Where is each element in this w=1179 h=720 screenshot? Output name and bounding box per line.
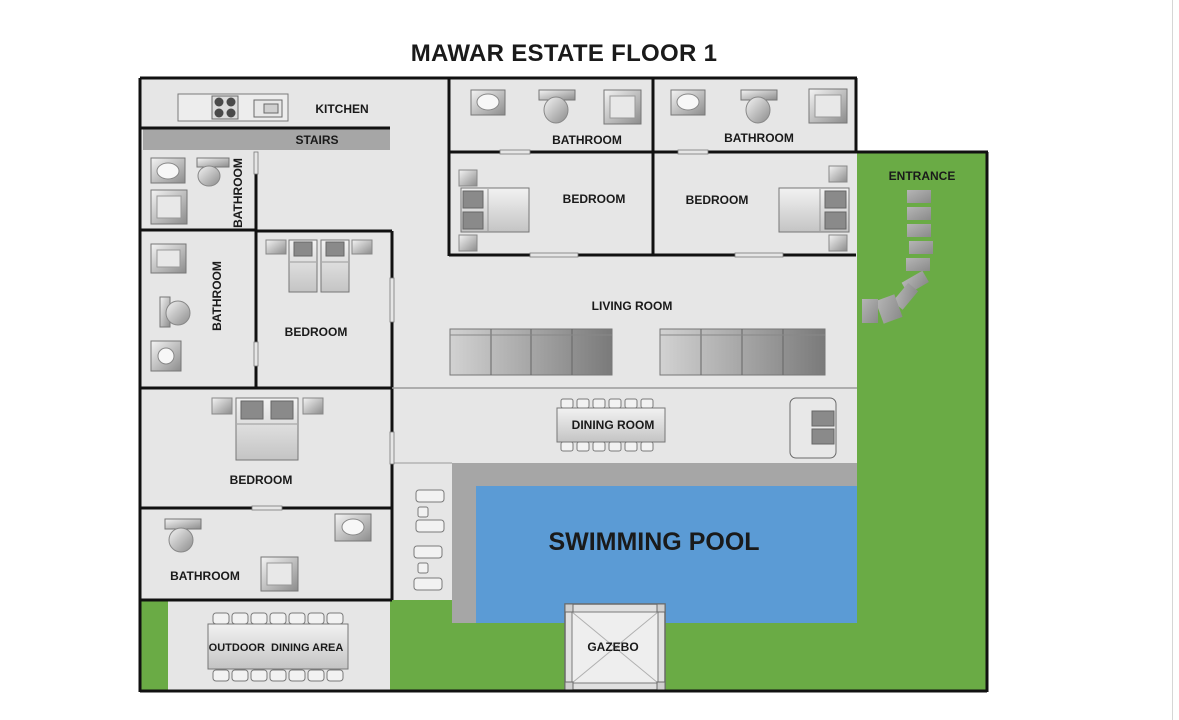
- label-bathroom-left: BATHROOM: [210, 261, 224, 331]
- label-bathroom-bottom: BATHROOM: [170, 569, 240, 583]
- label-bedroom-left: BEDROOM: [285, 325, 348, 339]
- label-bedroom-top-2: BEDROOM: [686, 193, 749, 207]
- doors: [251, 149, 784, 511]
- label-bedroom-lower: BEDROOM: [230, 473, 293, 487]
- label-bedroom-top-1: BEDROOM: [563, 192, 626, 206]
- top-bedroom-1-bed: [458, 169, 530, 252]
- dining-table: [556, 398, 666, 452]
- label-bathroom-top-1: BATHROOM: [552, 133, 622, 147]
- label-swimming-pool: SWIMMING POOL: [548, 528, 759, 556]
- kitchen-counter: [177, 93, 289, 122]
- top-bathroom-2-fixtures: [670, 88, 848, 124]
- bottom-bathroom-fixtures: [164, 513, 372, 592]
- top-bathroom-1-fixtures: [470, 89, 642, 125]
- label-dining-room: DINING ROOM: [572, 418, 655, 432]
- left-bedroom-twin-beds: [265, 239, 373, 293]
- armchair: [789, 397, 837, 459]
- label-entrance: ENTRANCE: [889, 169, 956, 183]
- left-bathroom-fixtures: [150, 243, 191, 372]
- label-bathroom-left-small: BATHROOM: [231, 158, 245, 228]
- living-room-sofa-right: [659, 328, 826, 376]
- label-living-room: LIVING ROOM: [592, 299, 673, 313]
- label-kitchen: KITCHEN: [315, 102, 368, 116]
- label-stairs: STAIRS: [295, 133, 338, 147]
- outdoor-dining-table: [207, 612, 349, 682]
- label-bathroom-top-2: BATHROOM: [724, 131, 794, 145]
- plan-title: MAWAR ESTATE FLOOR 1: [411, 40, 717, 67]
- entrance-stepping-stones: [862, 190, 933, 324]
- pool-loungers: [413, 489, 445, 591]
- living-room-sofa-left: [449, 328, 613, 376]
- label-outdoor-dining-area: OUTDOOR DINING AREA: [209, 642, 344, 654]
- swimming-pool: [476, 486, 857, 623]
- left-small-bathroom-fixtures: [150, 157, 230, 225]
- top-bedroom-2-bed: [778, 165, 850, 252]
- gazebo: [564, 603, 666, 691]
- lower-bedroom-bed: [211, 397, 324, 461]
- stairs: [143, 128, 390, 150]
- page-edge-divider: [1172, 0, 1173, 720]
- label-gazebo: GAZEBO: [587, 640, 638, 654]
